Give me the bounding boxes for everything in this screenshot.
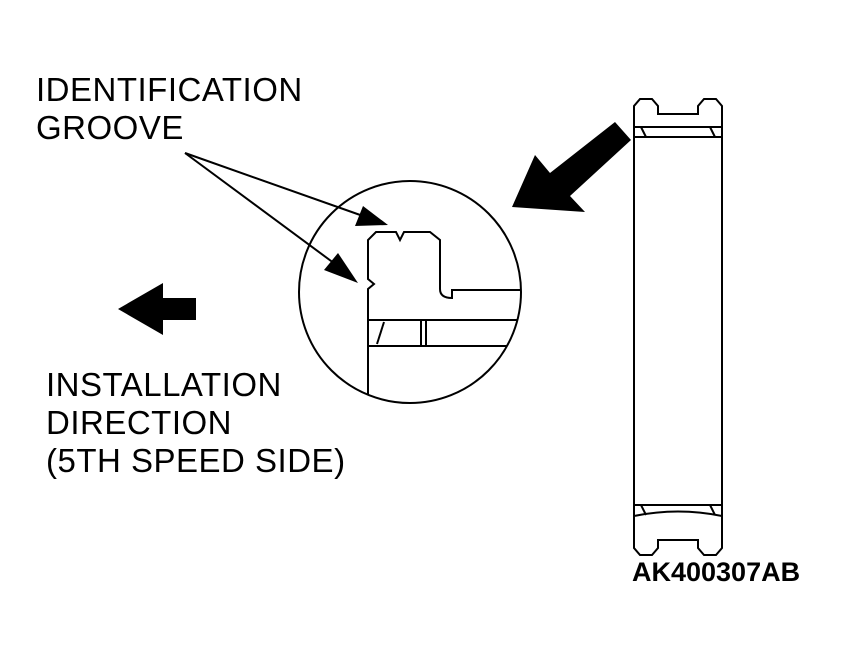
bearing-outline [633,98,723,556]
leader-arrowhead-upper [355,206,388,226]
direction-label-line2: DIRECTION [46,404,232,441]
detail-view [298,180,522,404]
groove-leaders [184,152,388,283]
groove-label-line2: GROOVE [36,109,184,146]
groove-label-line1: IDENTIFICATION [36,71,303,108]
direction-label-line3: (5TH SPEED SIDE) [46,442,346,479]
bottom-mark-left [640,504,647,516]
section-slant [376,321,385,345]
bearing-section-profile [367,231,521,403]
leader-line-lower [184,152,351,276]
pointer-arrow [512,122,631,212]
direction-label-line1: INSTALLATION [46,366,282,403]
detail-circle [298,180,522,404]
bottom-race-wave [633,510,723,517]
bearing-side-view [633,98,723,556]
top-mark-right [709,126,716,138]
leader-arrowhead-lower [324,253,358,283]
bottom-mark-right [709,504,716,516]
top-mark-left [640,126,647,138]
figure-code: AK400307AB [632,557,801,587]
installation-direction-arrow [118,283,196,335]
leader-line-upper [184,152,381,223]
